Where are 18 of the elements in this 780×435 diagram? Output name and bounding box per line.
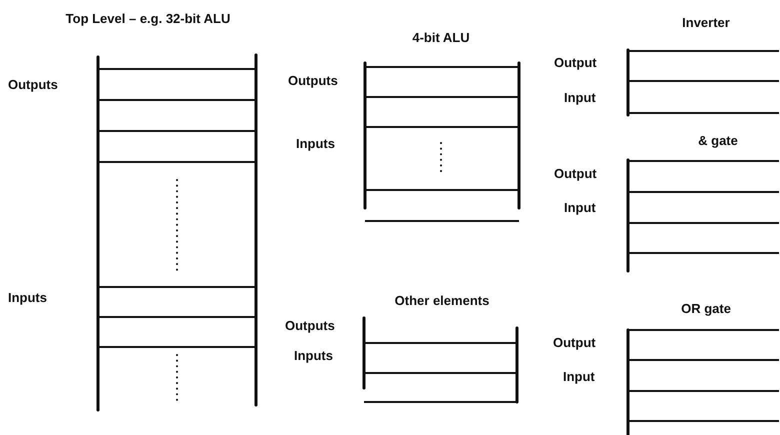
port-label: Output — [554, 167, 597, 180]
frame-heading: Top Level – e.g. 32-bit ALU — [66, 12, 230, 25]
frame-heading: Inverter — [682, 16, 730, 29]
port-label: Outputs — [288, 74, 338, 87]
port-label: Inputs — [294, 349, 333, 362]
port-label: Outputs — [285, 319, 335, 332]
port-label: Inputs — [8, 291, 47, 304]
port-label: Output — [554, 56, 597, 69]
frame-heading: & gate — [698, 134, 738, 147]
port-label: Output — [553, 336, 596, 349]
port-label: Input — [564, 201, 596, 214]
frame-heading: OR gate — [681, 302, 731, 315]
port-label: Inputs — [296, 137, 335, 150]
port-label: Input — [563, 370, 595, 383]
frame-heading: Other elements — [394, 294, 490, 307]
port-label: Outputs — [8, 78, 58, 91]
port-label: Input — [564, 91, 596, 104]
frame-heading: 4-bit ALU — [412, 31, 470, 44]
